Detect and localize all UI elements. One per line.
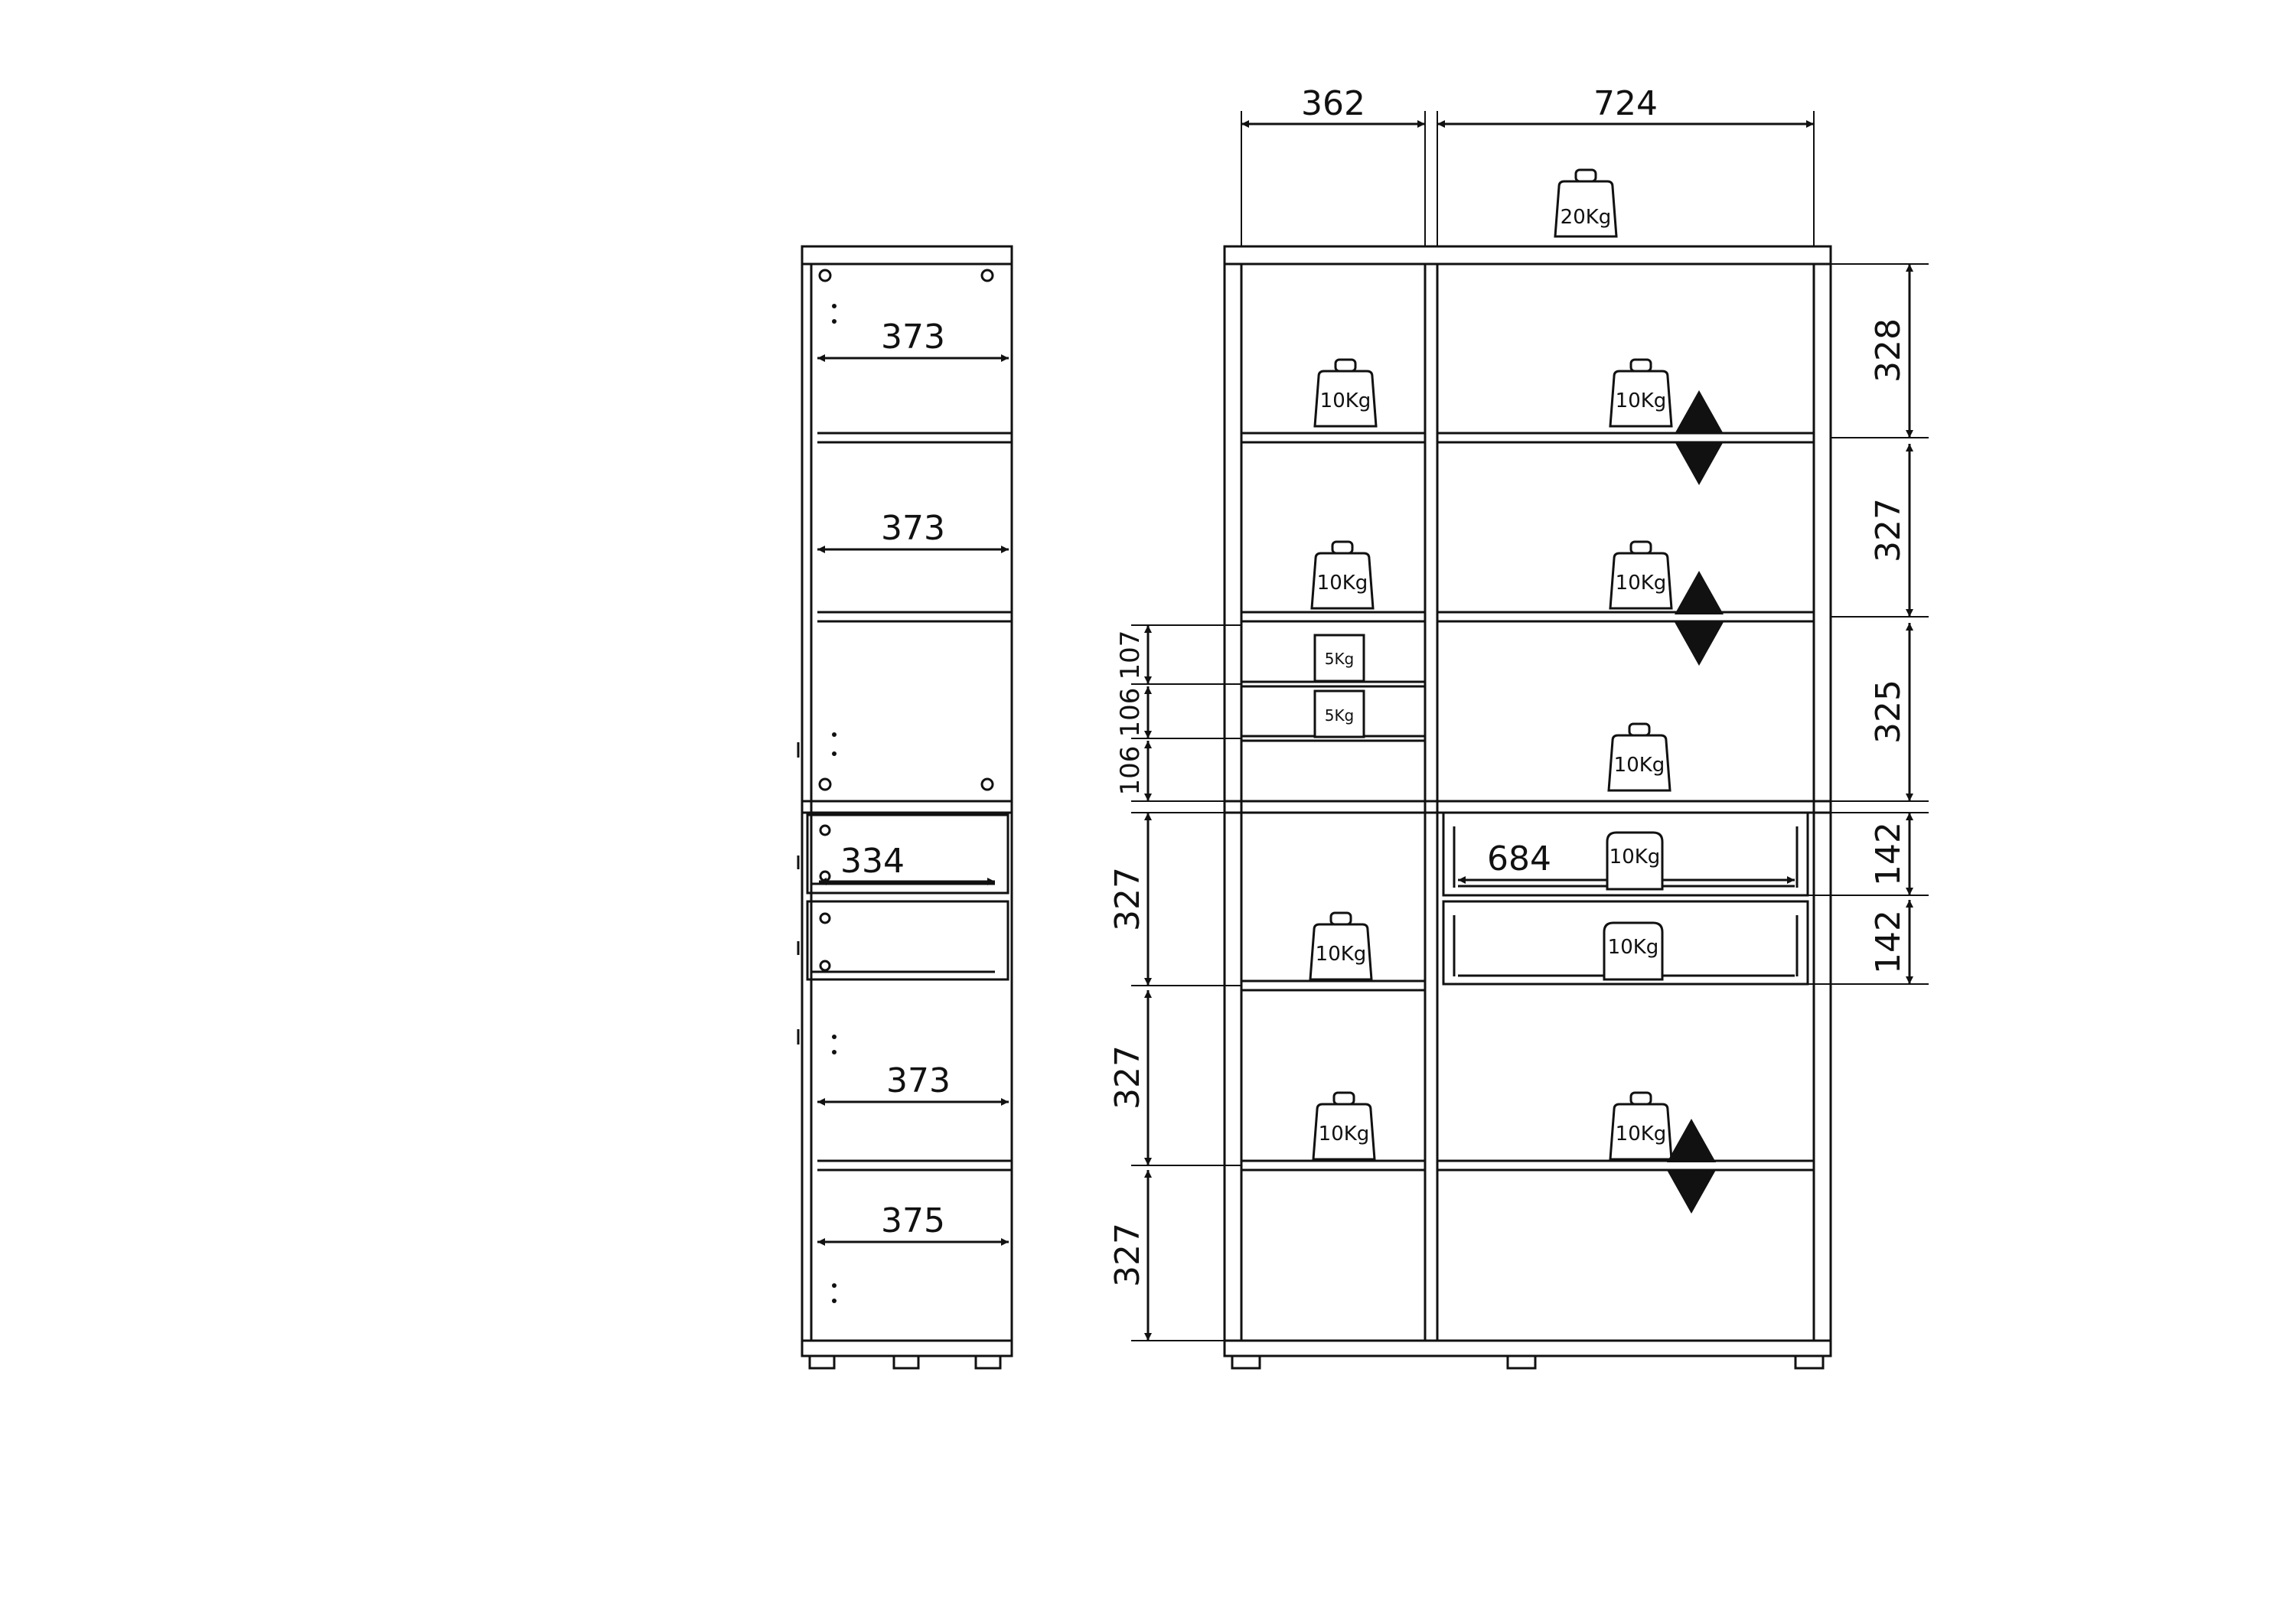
side-shelf-depth-3: 373 [886, 1061, 951, 1100]
height-left-small-1: 107 [1115, 631, 1146, 680]
weight-small-1-label: 5Kg [1325, 650, 1355, 668]
height-left-1: 327 [1108, 867, 1147, 931]
height-left-small-2: 106 [1115, 688, 1146, 738]
weight-right-1-icon: 10Kg [1609, 358, 1673, 428]
weight-left-1-icon: 10Kg [1313, 358, 1378, 428]
weight-right-3-icon: 10Kg [1607, 722, 1671, 792]
extension-lines [1131, 111, 1929, 1341]
side-shelf-depth-2: 373 [881, 509, 945, 548]
height-right-3: 325 [1869, 680, 1908, 744]
adjust-arrow-1-icon [1675, 390, 1724, 485]
weight-left-3-icon: 10Kg [1309, 911, 1373, 981]
side-dimension-lines [817, 354, 1009, 1246]
side-drawer-1 [806, 813, 1009, 895]
weight-left-1-label: 10Kg [1320, 389, 1371, 412]
side-dots [832, 304, 837, 1303]
weight-top-icon: 20Kg [1554, 168, 1618, 238]
weight-drawer-2-icon [1603, 921, 1664, 981]
front-view [1223, 245, 1832, 1370]
weight-drawer-1-icon [1606, 831, 1664, 891]
adjust-arrow-3-icon [1667, 1119, 1716, 1214]
front-drawer-2 [1442, 900, 1809, 986]
width-right-bay: 724 [1593, 84, 1658, 123]
weight-left-2-icon: 10Kg [1310, 540, 1375, 610]
side-drawer-depth: 334 [840, 842, 905, 881]
weight-left-2-label: 10Kg [1317, 572, 1368, 595]
weight-right-3-label: 10Kg [1614, 754, 1665, 777]
weight-right-4-icon: 10Kg [1609, 1091, 1673, 1161]
weight-right-2-label: 10Kg [1616, 572, 1667, 595]
width-left-bay: 362 [1301, 84, 1365, 123]
front-dimension-lines [1144, 120, 1913, 1341]
weight-left-4-label: 10Kg [1319, 1123, 1370, 1146]
side-shelf-depth-4: 375 [881, 1201, 945, 1240]
height-right-drawer-1: 142 [1869, 822, 1908, 886]
weight-small-1-icon [1313, 634, 1365, 683]
weight-right-2-icon: 10Kg [1609, 540, 1673, 610]
height-right-1: 328 [1869, 318, 1908, 383]
weight-small-2-label: 5Kg [1325, 706, 1355, 725]
weight-top-label: 20Kg [1561, 206, 1612, 229]
height-right-2: 327 [1869, 498, 1908, 562]
height-right-drawer-2: 142 [1869, 910, 1908, 974]
weight-right-4-label: 10Kg [1616, 1123, 1667, 1146]
side-view [797, 245, 1013, 1370]
height-left-3: 327 [1108, 1223, 1147, 1287]
weight-small-2-icon [1313, 689, 1365, 738]
height-left-small-3: 106 [1115, 746, 1146, 796]
weight-drawer-1-label: 10Kg [1609, 846, 1661, 869]
drawer-width: 684 [1487, 839, 1551, 878]
weight-left-4-icon: 10Kg [1312, 1091, 1376, 1161]
front-drawer-1 [1442, 811, 1809, 897]
weight-right-1-label: 10Kg [1616, 389, 1667, 412]
weight-left-3-label: 10Kg [1316, 943, 1367, 966]
side-drawer-2 [806, 900, 1009, 981]
side-shelf-depth-1: 373 [881, 318, 945, 357]
height-left-2: 327 [1108, 1045, 1147, 1110]
adjust-arrow-2-icon [1675, 571, 1724, 666]
weight-drawer-2-label: 10Kg [1608, 936, 1659, 959]
